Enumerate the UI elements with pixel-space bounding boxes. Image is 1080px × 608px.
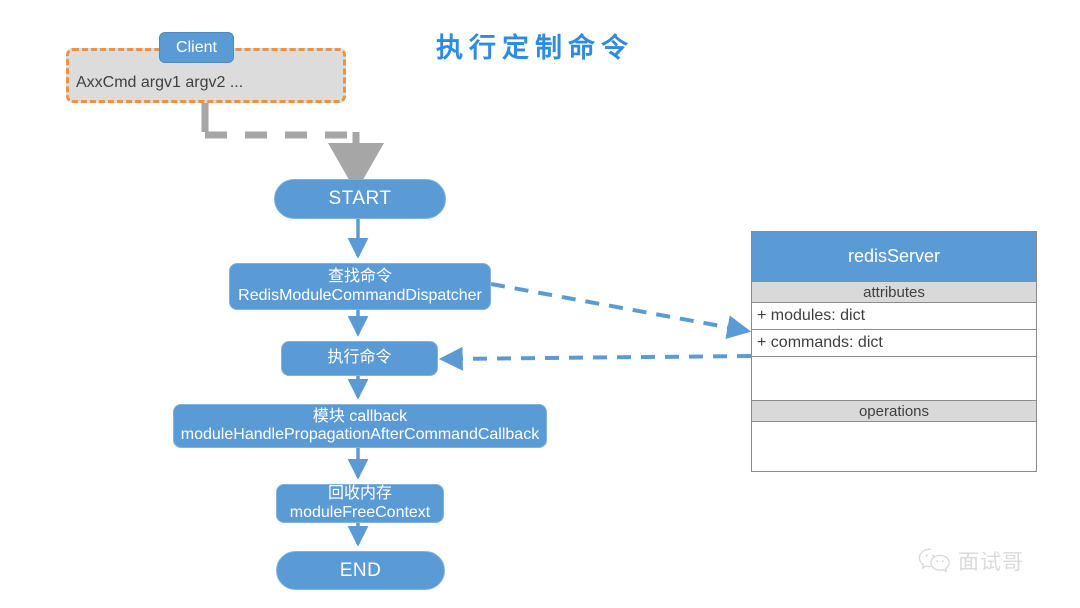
class-box-attributes-header: attributes — [752, 282, 1036, 303]
flow-node-exec[interactable]: 执行命令 — [281, 341, 438, 376]
flow-node-callback-label: 模块 callback — [312, 407, 408, 425]
flow-node-start-label: START — [328, 188, 392, 210]
watermark: 面试哥 — [918, 546, 1024, 576]
class-box-title: redisServer — [752, 232, 1036, 282]
class-box-redisserver: redisServer attributes + modules: dict +… — [751, 231, 1037, 472]
flow-node-free-label: 回收内存 — [327, 485, 392, 503]
flow-node-end-label: END — [339, 559, 382, 581]
page-title: 执行定制命令 — [436, 33, 634, 63]
client-command-text: AxxCmd argv1 argv2 ... — [76, 74, 244, 91]
class-box-operations-filler — [752, 422, 1036, 468]
flow-node-dispatch-sublabel: RedisModuleCommandDispatcher — [238, 286, 482, 304]
flow-node-free-sublabel: moduleFreeContext — [289, 503, 431, 521]
flow-node-callback-sublabel: moduleHandlePropagationAfterCommandCallb… — [180, 426, 540, 443]
watermark-text: 面试哥 — [958, 551, 1024, 574]
class-box-attributes-filler — [752, 357, 1036, 401]
class-box-operations-header: operations — [752, 401, 1036, 422]
flow-node-end[interactable]: END — [276, 551, 445, 590]
flow-node-dispatch[interactable]: 查找命令 RedisModuleCommandDispatcher — [229, 263, 491, 310]
connector-client-to-start — [201, 103, 384, 192]
class-box-attribute-row: + modules: dict — [752, 303, 1036, 330]
connector-dispatch-to-commands — [490, 282, 752, 340]
connector-commands-to-exec — [438, 346, 752, 371]
flow-node-exec-label: 执行命令 — [327, 349, 392, 367]
flow-node-free[interactable]: 回收内存 moduleFreeContext — [276, 484, 444, 523]
client-badge[interactable]: Client — [159, 32, 234, 63]
flow-node-dispatch-label: 查找命令 — [327, 268, 392, 286]
flow-node-start[interactable]: START — [274, 179, 446, 219]
flow-node-callback[interactable]: 模块 callback moduleHandlePropagationAfter… — [173, 404, 547, 448]
class-box-attribute-row: + commands: dict — [752, 330, 1036, 357]
wechat-icon — [918, 548, 950, 573]
